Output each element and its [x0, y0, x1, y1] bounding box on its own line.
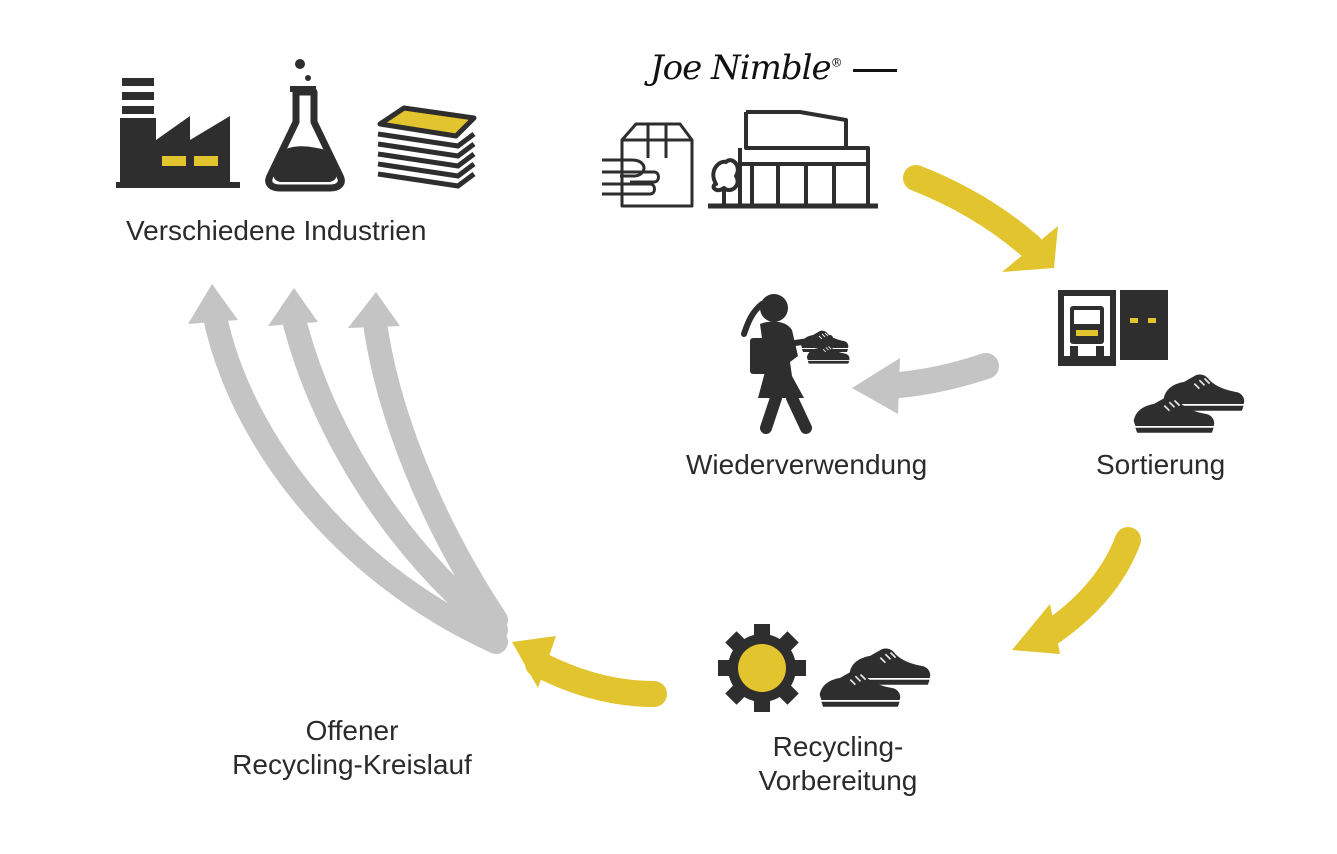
arrow-recycling-to-open-loop [512, 636, 667, 707]
store-icon [708, 110, 878, 209]
label-sorting: Sortierung [1096, 449, 1226, 480]
flask-icon [265, 59, 345, 192]
sneakers-icon [1134, 374, 1245, 432]
paper-stack-icon [377, 105, 477, 189]
person-carrying-shoes-icon [741, 294, 850, 434]
arrows-open-loop-to-industries [188, 284, 508, 654]
brand-name: Joe Nimble [650, 48, 832, 88]
arrow-sorting-to-recycling [1012, 527, 1141, 654]
label-industries: Verschiedene Industrien [126, 215, 427, 246]
label-open-loop: Offener Recycling-Kreislauf [212, 714, 492, 782]
brand-swash [853, 68, 898, 72]
truck-icon [1058, 290, 1116, 366]
label-recycling-prep-line1: Recycling- [772, 731, 904, 762]
registered-mark: ® [830, 55, 843, 70]
arrow-sorting-to-reuse [852, 353, 999, 414]
label-open-loop-line1: Offener [305, 715, 399, 746]
arrow-retail-to-sorting [903, 165, 1058, 272]
label-open-loop-line2: Recycling-Kreislauf [232, 749, 472, 780]
gear-icon [718, 624, 806, 712]
brand-logo: Joe Nimble® [650, 48, 898, 88]
package-hand-icon [602, 122, 694, 208]
sneakers-icon [820, 648, 931, 706]
box-icon [1120, 290, 1168, 360]
label-recycling-prep-line2: Vorbereitung [758, 765, 918, 796]
factory-icon [116, 78, 240, 188]
label-reuse: Wiederverwendung [686, 449, 928, 480]
label-recycling-prep: Recycling- Vorbereitung [728, 730, 948, 798]
